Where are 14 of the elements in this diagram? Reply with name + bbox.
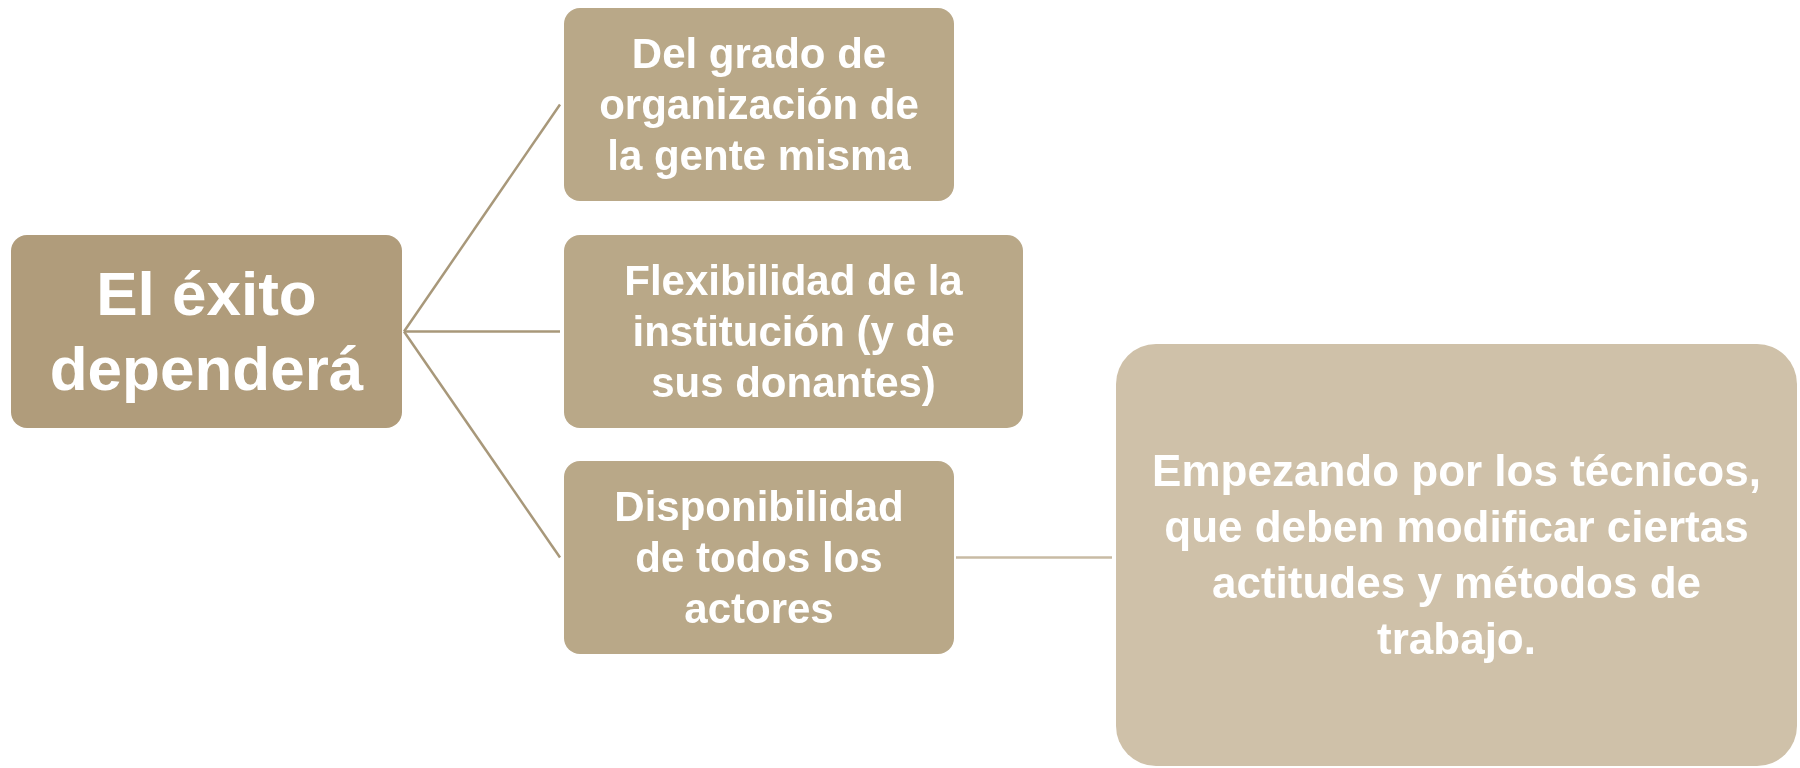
connector-line: [956, 556, 1112, 559]
diagram-box: [11, 235, 402, 428]
diagram-box: [564, 461, 954, 654]
connector-line: [402, 103, 562, 333]
box-text: El éxito dependerá: [48, 258, 365, 405]
box-text: Empezando por los técnicos, que deben modificar ciertas actitudes y métodos de trabajo.: [1151, 445, 1762, 665]
box-text: Disponibilidad de todos los actores: [613, 481, 905, 635]
connector-line: [402, 330, 562, 559]
connector-line: [404, 330, 560, 333]
box-text: Flexibilidad de la institución (y de sus donantes): [623, 255, 964, 409]
diagram-box: [1116, 344, 1797, 766]
box-text: Del grado de organización de la gente misma: [598, 28, 920, 182]
diagram-box: [564, 8, 954, 201]
diagram-box: [564, 235, 1023, 428]
